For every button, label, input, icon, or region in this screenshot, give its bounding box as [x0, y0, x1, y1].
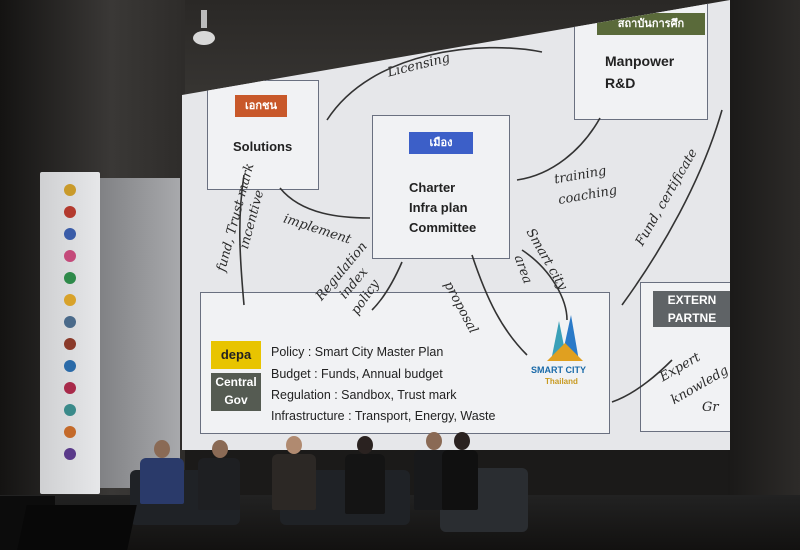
sponsor-logo-icon — [64, 250, 76, 262]
sponsor-logo-icon — [64, 184, 76, 196]
education-tag: สถาบันการศึก — [597, 13, 705, 35]
gr-note: Gr — [702, 400, 719, 415]
smart-city-logo-text: SMART CITY — [531, 365, 586, 375]
right-wall — [728, 0, 800, 550]
arrow-proposal — [471, 254, 528, 356]
city-box: เมือง Charter Infra plan Committee — [372, 115, 510, 259]
sponsor-logo-icon — [64, 294, 76, 306]
infra-plan-label: Infra plan — [409, 200, 468, 215]
smart-city-logo-icon — [547, 315, 583, 361]
arrow-regulation — [371, 261, 403, 311]
external-tag: EXTERN — [653, 291, 730, 309]
partner-tag: PARTNE — [653, 309, 730, 327]
sponsor-logo-icon — [64, 382, 76, 394]
gov-tag: Gov — [211, 391, 261, 411]
central-tag: Central — [211, 373, 261, 391]
depa-tag: depa — [211, 341, 261, 369]
stage-monitor — [17, 505, 137, 550]
rd-label: R&D — [605, 75, 636, 91]
arrow-fund — [621, 109, 723, 306]
arrow-training — [516, 117, 601, 181]
sponsor-logo-icon — [64, 448, 76, 460]
ceiling-spotlight — [193, 10, 215, 45]
arrow-fund-trust — [239, 174, 245, 306]
solutions-label: Solutions — [233, 139, 293, 154]
arrow-implement — [279, 187, 371, 219]
projection-screen: เอกชน Solutions เมือง Charter Infra plan… — [182, 0, 730, 450]
policy-line: Policy : Smart City Master Plan — [271, 345, 444, 359]
sponsor-logo-icon — [64, 338, 76, 350]
private-sector-tag: เอกชน — [235, 95, 287, 117]
external-partner-box: EXTERN PARTNE — [640, 282, 730, 432]
policy-panel: depa Central Gov Policy : Smart City Mas… — [200, 292, 610, 434]
thailand-logo-text: Thailand — [545, 377, 578, 386]
committee-label: Committee — [409, 220, 477, 235]
budget-line: Budget : Funds, Annual budget — [271, 367, 443, 381]
banner-stand-side — [95, 178, 180, 488]
regulation-line: Regulation : Sandbox, Trust mark — [271, 388, 457, 402]
sponsor-logo-icon — [64, 206, 76, 218]
arrow-expert — [611, 359, 673, 403]
charter-label: Charter — [409, 180, 456, 195]
diagram-arrows — [239, 46, 723, 403]
banner-stand — [40, 172, 100, 494]
sponsor-logo-icon — [64, 426, 76, 438]
city-tag: เมือง — [409, 132, 473, 154]
sponsor-logo-icon — [64, 316, 76, 328]
sponsor-logo-icon — [64, 404, 76, 416]
arrow-transfer — [326, 46, 543, 121]
arrow-smart-city — [521, 249, 568, 321]
education-box: สถาบันการศึก Manpower R&D — [574, 0, 708, 120]
manpower-label: Manpower — [605, 53, 675, 69]
sponsor-logo-icon — [64, 360, 76, 372]
sponsor-logo-icon — [64, 272, 76, 284]
sponsor-logo-icon — [64, 228, 76, 240]
infrastructure-line: Infrastructure : Transport, Energy, Wast… — [271, 409, 496, 423]
private-sector-box: เอกชน Solutions — [207, 80, 319, 190]
